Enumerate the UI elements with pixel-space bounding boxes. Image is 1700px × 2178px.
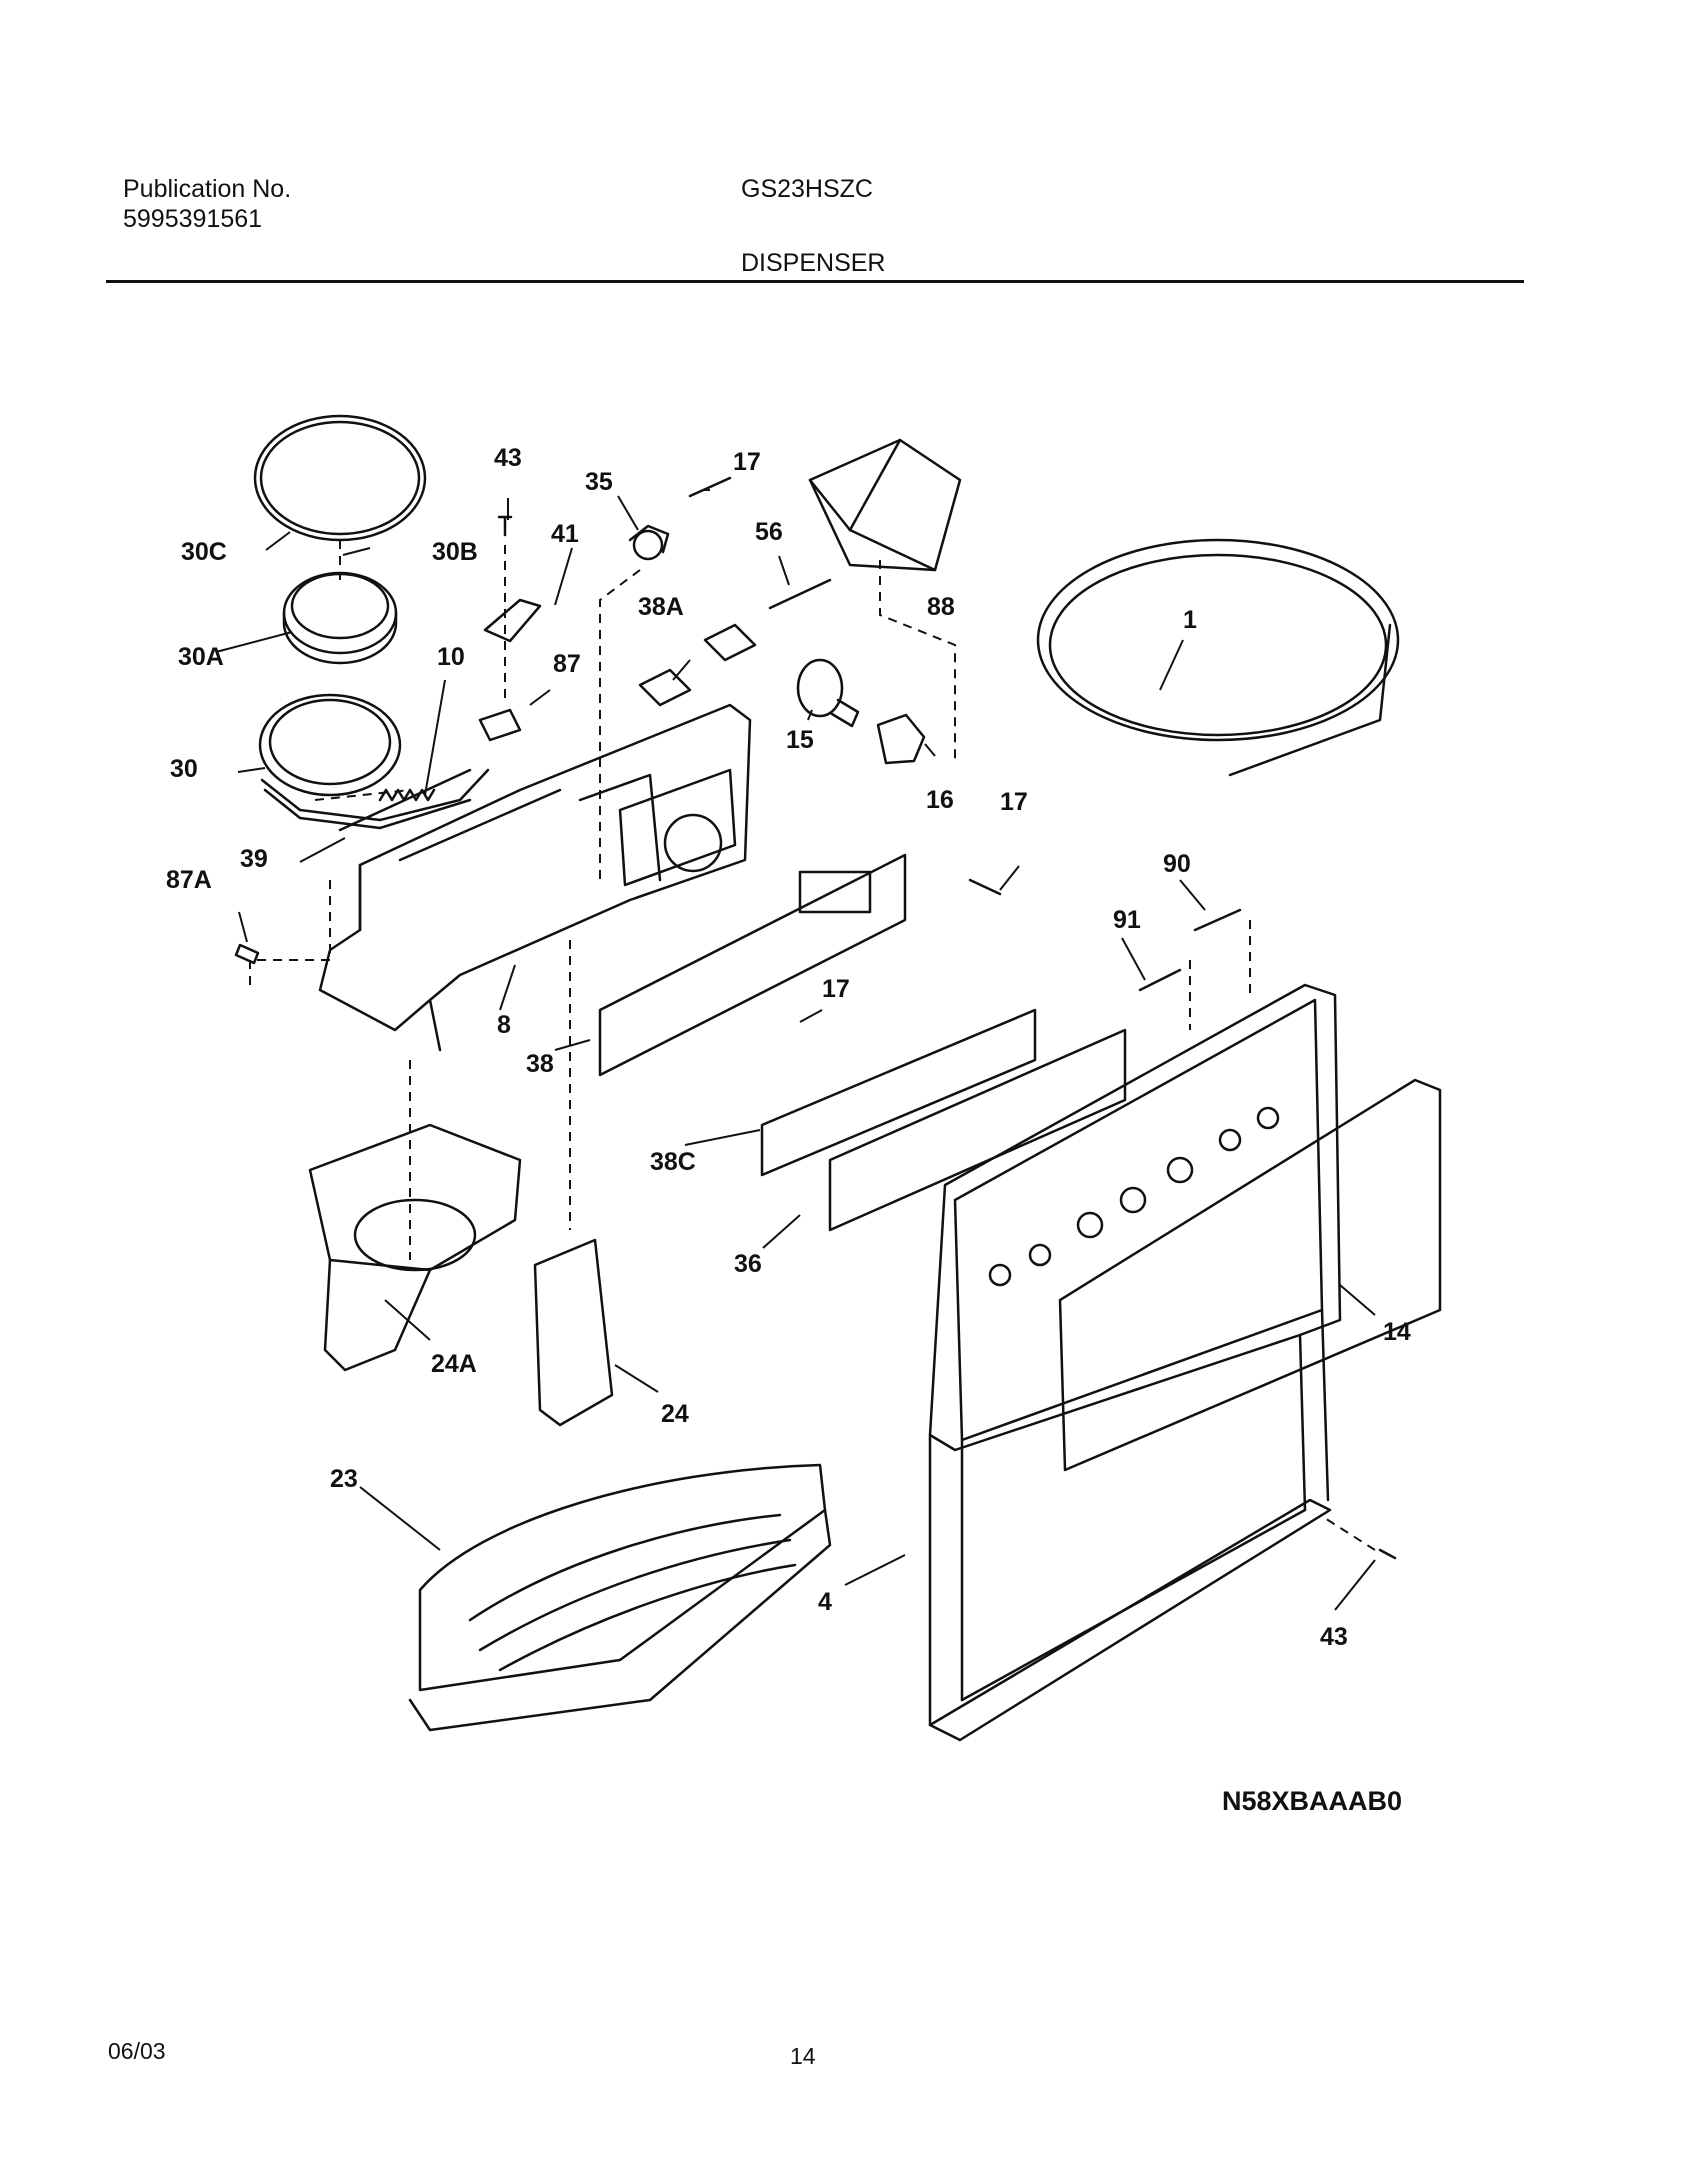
callout-88: 88	[927, 593, 955, 621]
part-87-bracket	[478, 708, 522, 742]
callout-38a: 38A	[638, 593, 684, 621]
part-91-lever	[1138, 968, 1182, 992]
callout-17-top: 17	[733, 448, 761, 476]
callout-91: 91	[1113, 906, 1141, 934]
callout-16: 16	[926, 786, 954, 814]
callout-56: 56	[755, 518, 783, 546]
part-38c-board	[760, 1008, 1037, 1177]
callout-10: 10	[437, 643, 465, 671]
footer-date: 06/03	[108, 2038, 166, 2064]
callout-24: 24	[661, 1400, 689, 1428]
part-43-screw-top	[497, 515, 513, 537]
publication-number: 5995391561	[123, 205, 263, 233]
part-8-housing	[318, 703, 752, 1052]
part-88-box	[808, 438, 962, 572]
part-30a-30b-cap	[282, 571, 398, 665]
callout-30b: 30B	[432, 538, 478, 566]
callout-17-mid: 17	[822, 975, 850, 1003]
header-rule	[106, 280, 1524, 283]
part-24a-chute	[308, 1123, 522, 1372]
callout-30: 30	[170, 755, 198, 783]
part-38a-switches	[638, 623, 757, 707]
part-30-door	[258, 693, 490, 830]
callout-23: 23	[330, 1465, 358, 1493]
part-43-screw-bottom	[1378, 1548, 1397, 1560]
callout-30c: 30C	[181, 538, 227, 566]
callout-15: 15	[786, 726, 814, 754]
part-39-rod	[338, 768, 472, 832]
part-41-bracket	[483, 598, 542, 643]
figure-code: N58XBAAAB0	[1222, 1786, 1402, 1816]
part-24-flap	[533, 1238, 614, 1427]
callout-41: 41	[551, 520, 579, 548]
page-number: 14	[790, 2043, 816, 2069]
part-17-screw-b	[968, 878, 1002, 896]
part-30c-ring	[253, 414, 427, 542]
callout-24a: 24A	[431, 1350, 477, 1378]
callout-36: 36	[734, 1250, 762, 1278]
callout-43-top: 43	[494, 444, 522, 472]
publication-label: Publication No.	[123, 175, 292, 203]
part-90-lever	[1193, 908, 1242, 932]
callout-38c: 38C	[650, 1148, 696, 1176]
callout-90: 90	[1163, 850, 1191, 878]
part-16-socket	[876, 713, 926, 765]
callout-17-right: 17	[1000, 788, 1028, 816]
callout-8: 8	[497, 1011, 511, 1039]
part-87a-clip	[234, 943, 260, 965]
callout-39: 39	[240, 845, 268, 873]
callout-35: 35	[585, 468, 613, 496]
part-17-screw-a	[688, 476, 732, 498]
callout-4: 4	[818, 1588, 832, 1616]
callout-30a: 30A	[178, 643, 224, 671]
part-36-panel	[828, 1028, 1127, 1232]
part-35-valve	[628, 524, 670, 561]
callout-43-bottom: 43	[1320, 1623, 1348, 1651]
section-title: DISPENSER	[741, 249, 886, 277]
part-15-bulb	[796, 658, 860, 728]
callout-1: 1	[1183, 606, 1197, 634]
part-56-pin	[768, 578, 832, 610]
part-23-tray	[408, 1463, 832, 1732]
part-1-tube	[1036, 538, 1400, 777]
callout-38: 38	[526, 1050, 554, 1078]
callout-87a: 87A	[166, 866, 212, 894]
callout-87: 87	[553, 650, 581, 678]
callout-14: 14	[1383, 1318, 1411, 1346]
model-number: GS23HSZC	[741, 175, 873, 203]
part-38-board	[598, 853, 907, 1077]
part-14-overlay	[1058, 1078, 1442, 1472]
part-4-frame	[928, 983, 1342, 1742]
